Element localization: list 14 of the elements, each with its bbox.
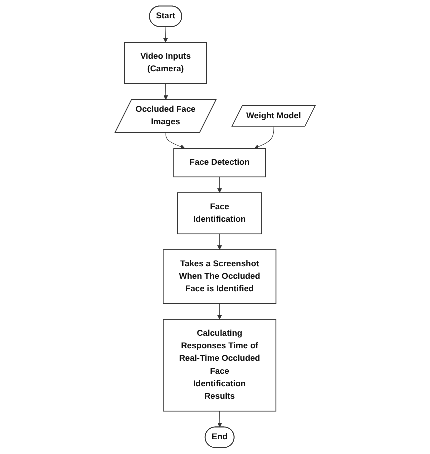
- node-box: [162, 319, 276, 412]
- node-box: [162, 250, 276, 304]
- arrow: [217, 411, 222, 428]
- arrow: [217, 176, 222, 194]
- flowchart: Start Video Inputs (Camera) Occluded Face Images Weight Model Face Detection Face Identification Takes a Screenshot When The Occluded Face is Identified Calculating Responses Time of Real-Time Occluded Face Identification Results End: [110, 2, 320, 452]
- arrow: [217, 234, 222, 250]
- arrow: [254, 126, 274, 150]
- arrow: [163, 84, 168, 100]
- node-box: [173, 148, 266, 178]
- arrow: [165, 132, 185, 150]
- node-box: [177, 192, 262, 235]
- arrow: [163, 26, 168, 43]
- node-box: [124, 42, 207, 84]
- arrow: [217, 303, 222, 320]
